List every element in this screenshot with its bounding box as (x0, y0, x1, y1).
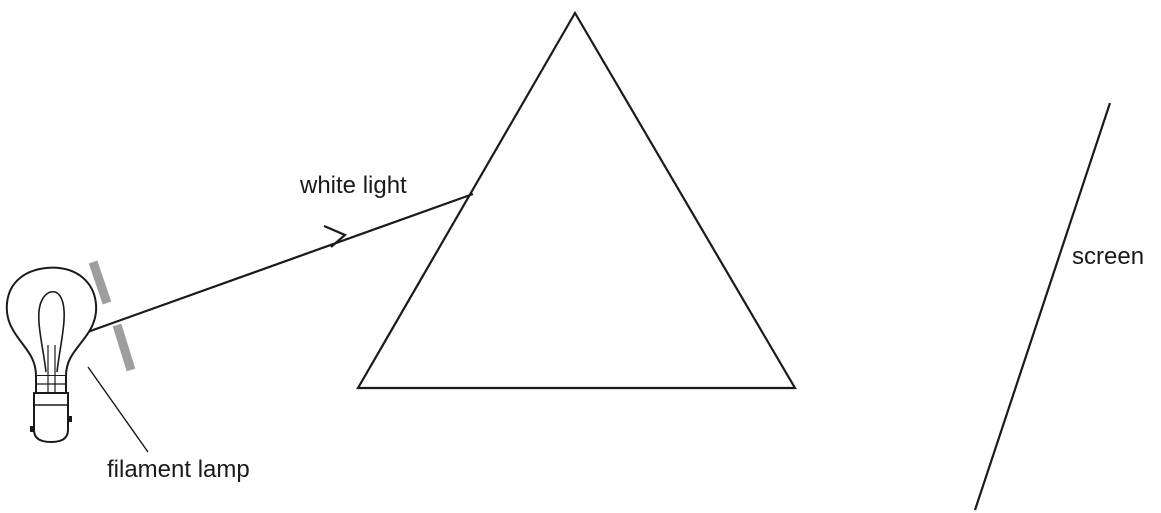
filament-lamp-icon (5, 266, 98, 444)
lamp-base (33, 392, 69, 444)
lamp-pin-left (30, 426, 35, 432)
slit-upper-bar (88, 260, 112, 305)
slit-lower-bar (112, 323, 136, 372)
lamp-pin-right (67, 416, 72, 422)
screen (973, 102, 1112, 511)
screen-label: screen (1072, 243, 1145, 270)
filament-lamp-leader (87, 366, 149, 453)
slit (88, 260, 136, 372)
white-light-label: white light (300, 172, 407, 199)
lamp-filament (38, 290, 65, 373)
prism (356, 10, 797, 390)
ray-arrowhead (323, 224, 348, 248)
white-light-ray (67, 192, 474, 341)
lamp-bulb (5, 266, 98, 377)
filament-lamp-label: filament lamp (107, 456, 250, 483)
